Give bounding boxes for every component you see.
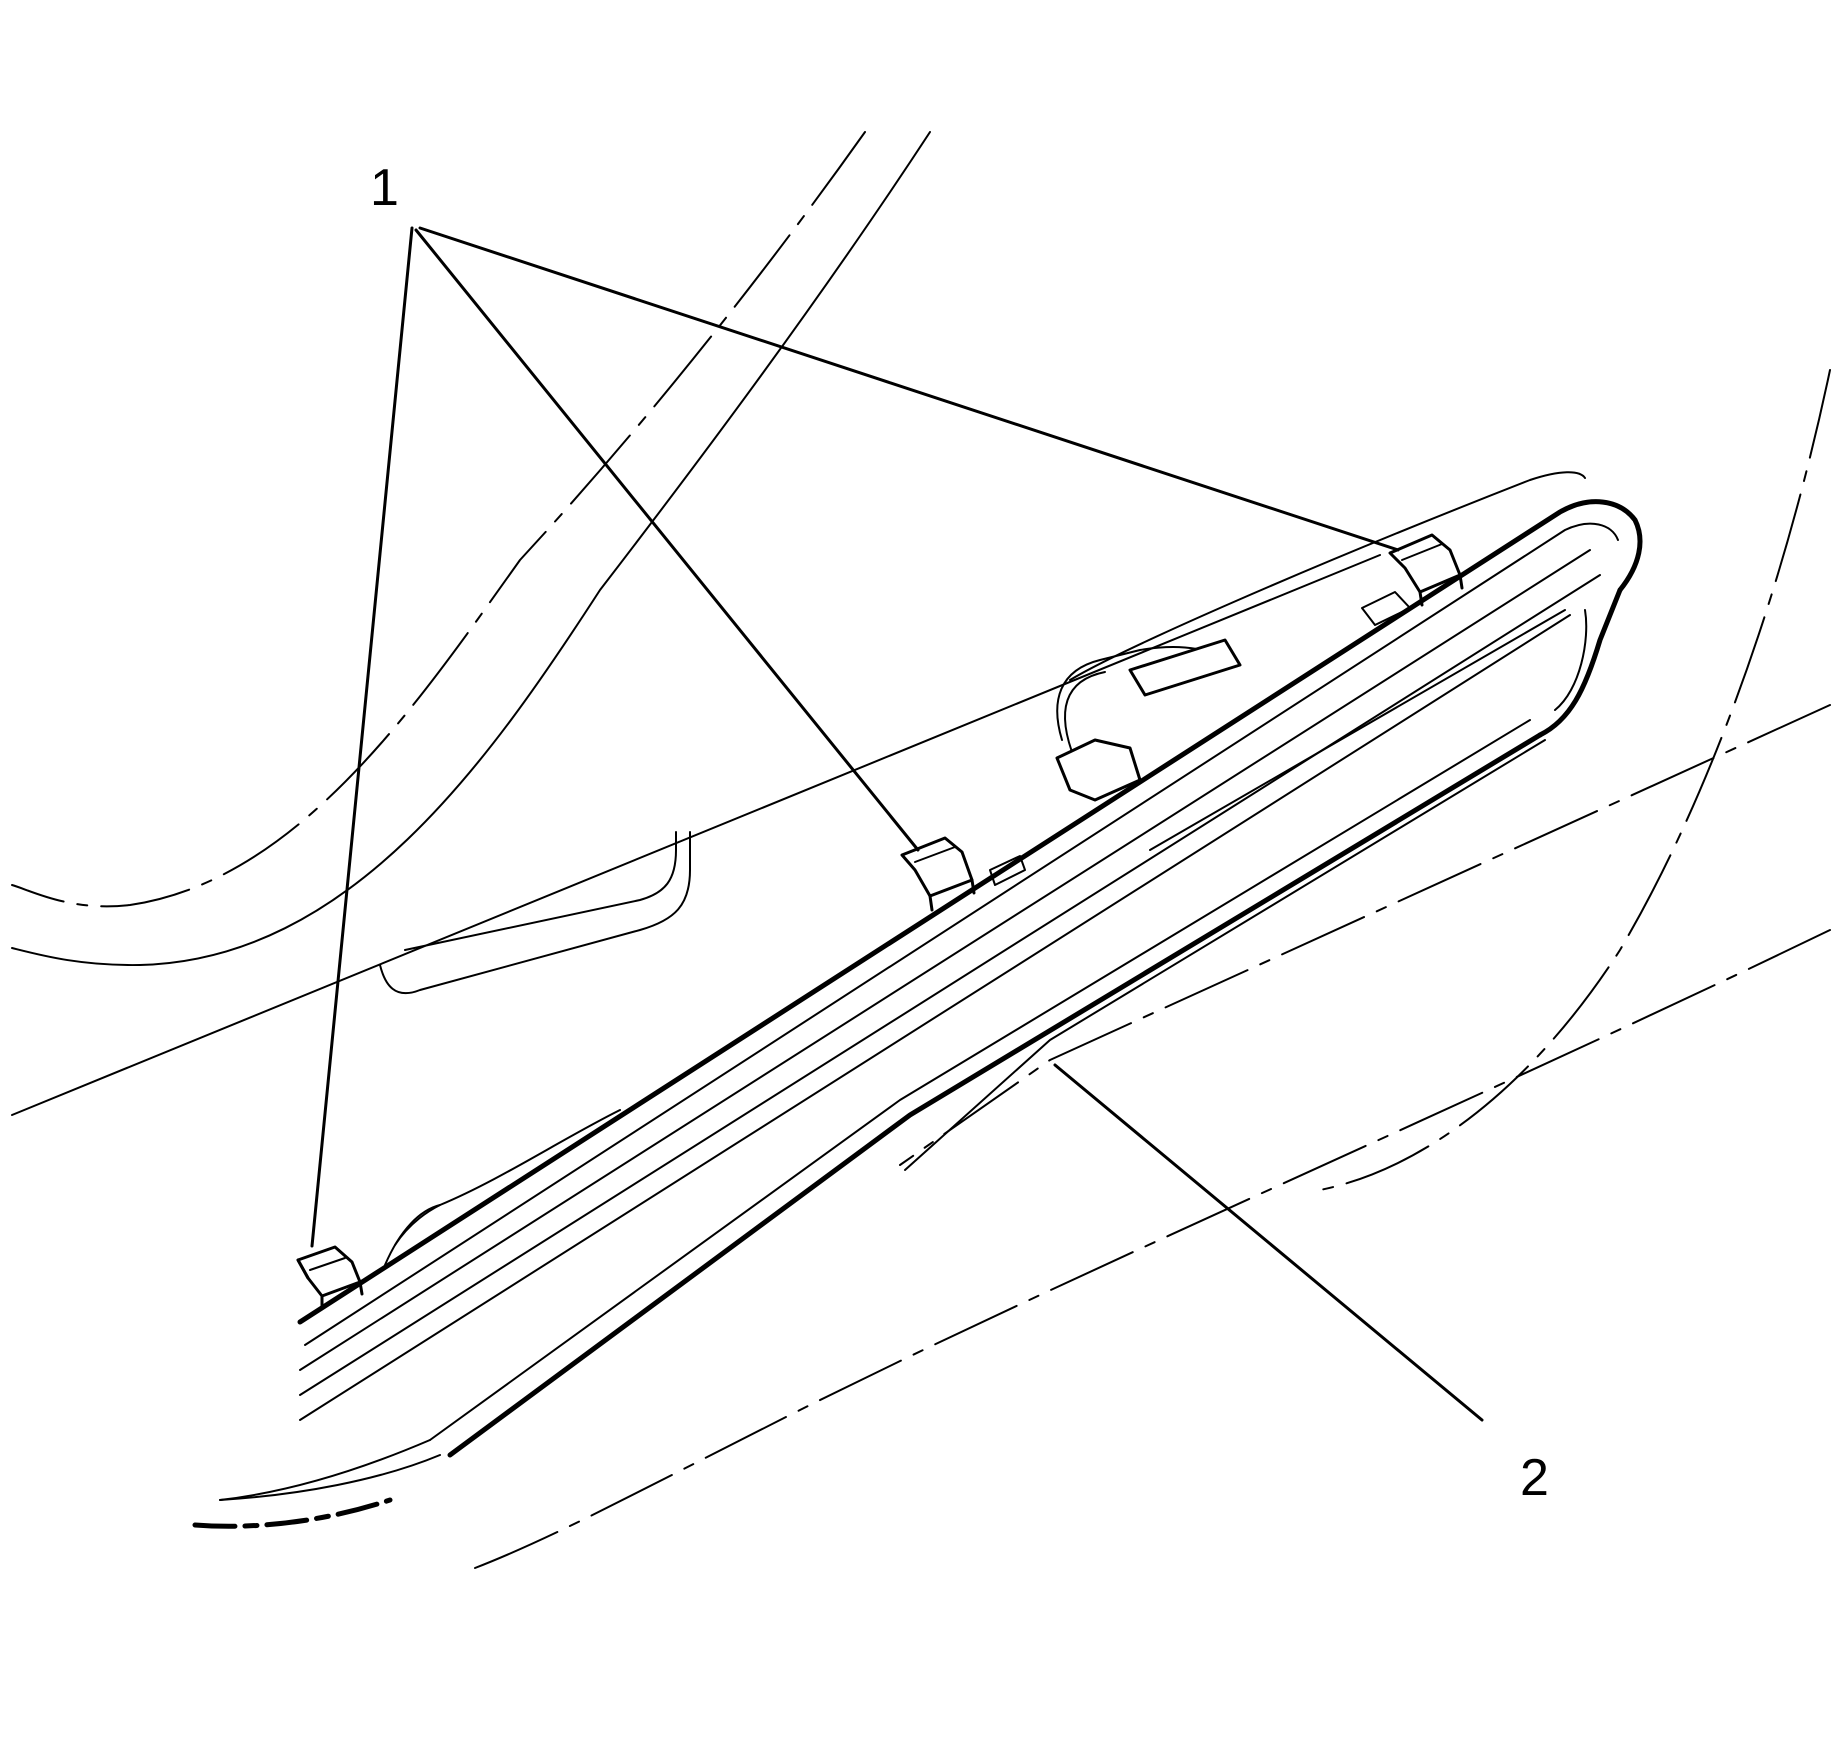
leader-1-middle xyxy=(414,228,920,852)
sill-right-end xyxy=(1537,587,1623,738)
leader-lines xyxy=(310,226,1484,1422)
small-clip-mid xyxy=(989,855,1026,886)
sill-top-edge xyxy=(297,499,1643,1325)
sill-bottom-inner-2 xyxy=(904,739,1546,1171)
lower-left-curve xyxy=(219,1454,441,1501)
fastener-right xyxy=(1388,533,1464,607)
leader-1-right xyxy=(418,226,1400,552)
callout-label-1: 1 xyxy=(370,159,399,217)
sill-face-line-4 xyxy=(299,614,1571,1421)
sill-plate xyxy=(219,499,1643,1501)
left-bracket xyxy=(379,831,691,995)
connector-plug xyxy=(1128,638,1242,697)
sill-lip-right xyxy=(1149,609,1566,851)
sill-face-line-3 xyxy=(299,574,1601,1396)
fastener-left xyxy=(296,1245,364,1310)
sill-lip-left-2 xyxy=(394,1204,441,1246)
wire-loop-outer xyxy=(1064,671,1106,761)
callout-label-2: 2 xyxy=(1520,1449,1549,1507)
left-bracket-inner xyxy=(404,831,677,951)
sill-left-lower-curve xyxy=(219,1439,431,1501)
sill-face-line-1 xyxy=(304,522,1619,1346)
arch-solid-inner xyxy=(11,131,931,967)
small-clip-right xyxy=(1361,591,1411,626)
right-diagonal-upper xyxy=(899,704,1831,1166)
sill-right-end-inner xyxy=(1554,609,1588,711)
sill-bottom-edge xyxy=(447,732,1543,1458)
inner-trim-details xyxy=(379,471,1586,995)
sill-face-line-2 xyxy=(299,549,1591,1371)
leader-1-left xyxy=(310,226,414,1248)
sill-bottom-inner xyxy=(429,719,1531,1441)
leader-2 xyxy=(1053,1063,1484,1422)
arch-dashed-outer xyxy=(11,131,866,908)
lower-left-dashed-edge xyxy=(192,1497,393,1529)
fastener-middle xyxy=(900,836,976,912)
right-diagonal-lower xyxy=(474,929,1831,1569)
right-arch-dashed xyxy=(1319,369,1831,1191)
